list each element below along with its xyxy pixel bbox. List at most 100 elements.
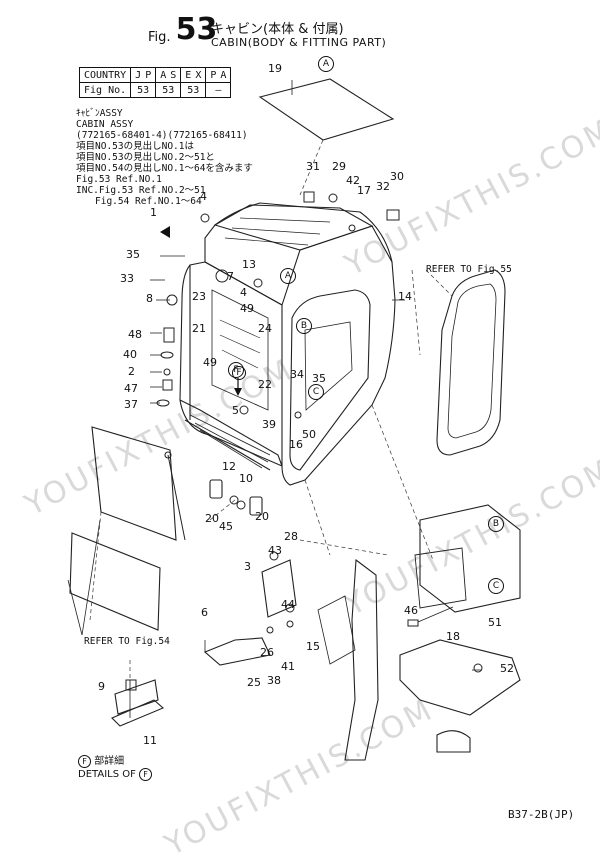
note-line: 項目NO.54の見出しNO.1〜64を含みます — [76, 163, 253, 174]
details-circle: F — [139, 768, 153, 781]
note-line: Fig.53 Ref.NO.1 — [76, 174, 162, 185]
reference-circle-label: A — [318, 56, 334, 72]
note-line: (772165-68401-4)(772165-68411) — [76, 130, 248, 141]
part-number-label: 44 — [281, 598, 295, 611]
part-number-label: 25 — [247, 676, 261, 689]
part-number-label: 1 — [150, 206, 157, 219]
part-number-label: 4 — [240, 286, 247, 299]
part-number-label: 21 — [192, 322, 206, 335]
part-number-label: 35 — [312, 372, 326, 385]
fig-no-value: 53 — [130, 82, 157, 98]
cabin-door-opening-shape — [289, 289, 371, 471]
note-line: 項目NO.53の見出しNO.1は — [76, 141, 194, 152]
part-number-label: 18 — [446, 630, 460, 643]
part-number-label: 51 — [488, 616, 502, 629]
part-number-label: 28 — [284, 530, 298, 543]
base-cover-shape — [399, 639, 521, 716]
part-number-label: 34 — [290, 368, 304, 381]
part-number-label: 10 — [239, 472, 253, 485]
part-number-label: 4 — [200, 190, 207, 203]
cabin-roof-shape — [213, 204, 374, 251]
part-number-label: 22 — [258, 378, 272, 391]
part-number-label: 13 — [242, 258, 256, 271]
part-number-label: 6 — [201, 606, 208, 619]
refer-fig55-label: REFER TO Fig.55 — [426, 264, 512, 275]
part-number-label: 12 — [222, 460, 236, 473]
fig-number: 53 — [175, 12, 218, 47]
part-number-label: 48 — [128, 328, 142, 341]
part-number-label: 40 — [123, 348, 137, 361]
part-number-label: 42 — [346, 174, 360, 187]
reference-circle-label: B — [488, 516, 504, 532]
title-japanese: キャビン(本体 & 付属) — [211, 22, 344, 37]
fig-prefix: Fig. — [148, 30, 171, 45]
part-number-label: 7 — [227, 270, 234, 283]
part-number-label: 49 — [203, 356, 217, 369]
details-ja: 部詳細 — [94, 756, 125, 767]
part-number-label: 14 — [398, 290, 412, 303]
part-number-label: 47 — [124, 382, 138, 395]
part-number-label: 33 — [120, 272, 134, 285]
title-english: CABIN(BODY & FITTING PART) — [211, 36, 387, 49]
part-number-label: 26 — [260, 646, 274, 659]
lever-shape — [203, 637, 271, 666]
part-number-label: 50 — [302, 428, 316, 441]
part-number-label: 46 — [404, 604, 418, 617]
part-number-label: 5 — [232, 404, 239, 417]
part-number-label: 52 — [500, 662, 514, 675]
part-number-label: 35 — [126, 248, 140, 261]
roof-panel-shape — [258, 78, 395, 141]
part-number-label: 9 — [98, 680, 105, 693]
reference-circle-label: C — [308, 384, 324, 400]
assembly-notes: ｷｬﾋﾞﾝASSY CABIN ASSY (772165-68401-4)(77… — [76, 108, 253, 207]
part-number-label: 11 — [143, 734, 157, 747]
bracket-shape — [261, 559, 297, 618]
details-en: DETAILS OF — [78, 769, 136, 780]
page-code: B37-2B(JP) — [508, 808, 575, 821]
note-line: 項目NO.53の見出しNO.2〜51と — [76, 152, 215, 163]
part-number-label: 30 — [390, 170, 404, 183]
part-number-label: 24 — [258, 322, 272, 335]
figure-heading: Fig. 53 — [148, 12, 217, 47]
cabin-floor-shape — [179, 399, 283, 471]
side-glass-lower-shape — [69, 532, 161, 631]
part-number-label: 38 — [267, 674, 281, 687]
note-line: CABIN ASSY — [76, 119, 134, 130]
part-number-label: 15 — [306, 640, 320, 653]
part-number-label: 29 — [332, 160, 346, 173]
cabin-frame-shape — [204, 202, 396, 486]
part-number-label: 39 — [262, 418, 276, 431]
item-pointer-icon — [160, 226, 170, 238]
fig-no-value: — — [205, 82, 232, 98]
part-number-label: 45 — [219, 520, 233, 533]
part-number-label: 20 — [205, 512, 219, 525]
rear-panel-shape — [419, 504, 521, 613]
note-line: Fig.54 Ref.NO.1〜64 — [95, 196, 202, 207]
fig-no-header: Fig No. — [78, 82, 132, 98]
part-number-label: 41 — [281, 660, 295, 673]
arrow-down-icon — [234, 388, 242, 396]
note-line: INC.Fig.53 Ref.NO.2〜51 — [76, 185, 206, 196]
part-number-label: 3 — [244, 560, 251, 573]
refer-fig54-label: REFER TO Fig.54 — [84, 636, 170, 647]
part-number-label: 20 — [255, 510, 269, 523]
details-legend: F 部詳細 — [78, 752, 124, 768]
fig-no-row: Fig No. 53 53 53 — — [78, 82, 232, 98]
part-number-label: 17 — [357, 184, 371, 197]
part-number-label: 23 — [192, 290, 206, 303]
part-number-label: 16 — [289, 438, 303, 451]
cabin-left-side-shape — [179, 261, 283, 467]
cabin-door-shape — [436, 269, 506, 456]
reference-circle-label: F — [228, 362, 244, 378]
part-number-label: 32 — [376, 180, 390, 193]
details-legend-en: DETAILS OF F — [78, 768, 153, 781]
reference-circle-label: C — [488, 578, 504, 594]
side-cover-shape — [344, 558, 379, 761]
part-number-label: 43 — [268, 544, 282, 557]
part-number-label: 37 — [124, 398, 138, 411]
reference-circle-label: B — [296, 318, 312, 334]
reference-circle-label: A — [280, 268, 296, 284]
